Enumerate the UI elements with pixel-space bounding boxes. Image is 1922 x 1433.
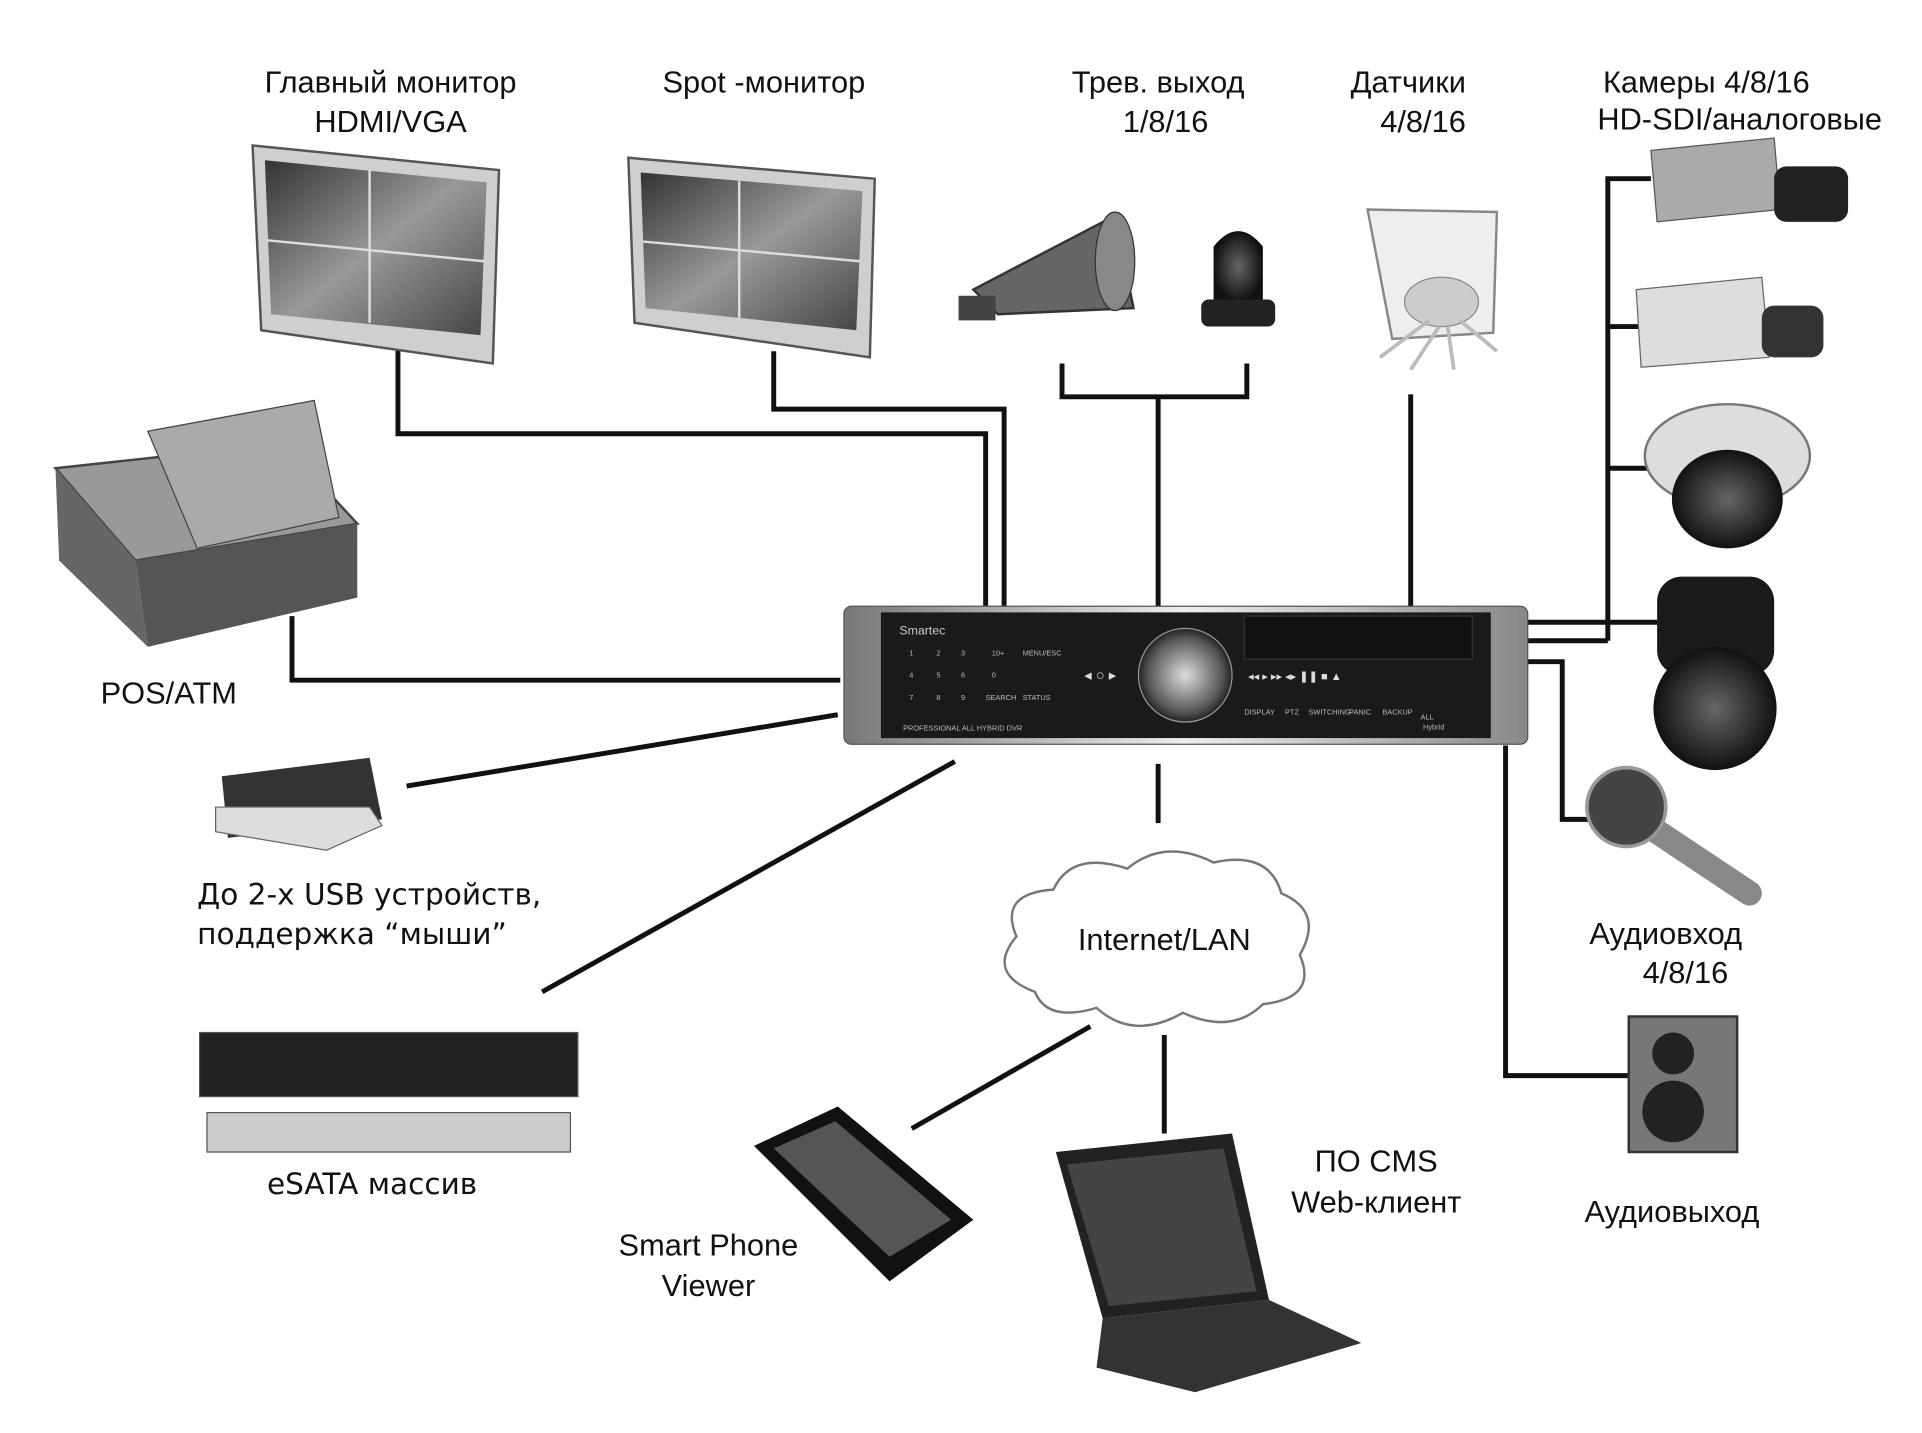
jog-dial[interactable]: [1137, 627, 1233, 723]
cash-register: [52, 399, 360, 647]
dome-camera: [1643, 402, 1812, 549]
network-cloud: [1003, 850, 1310, 1027]
ptz-camera: [1653, 576, 1777, 771]
motion-sensor-icon: [1366, 208, 1499, 371]
box-camera-2: [1635, 276, 1824, 368]
key-9[interactable]: 9: [961, 693, 965, 702]
siren-horn-icon: [958, 211, 1136, 321]
label-pos: POS/ATM: [101, 676, 237, 711]
btn-ptz[interactable]: PTZ: [1285, 708, 1299, 717]
wire-esata: [540, 759, 957, 995]
key-menu[interactable]: MENU/ESC: [1023, 649, 1063, 658]
wire-main-monitor: [395, 345, 989, 607]
speaker-icon: [1627, 1015, 1739, 1154]
btn-backup[interactable]: BACKUP: [1382, 708, 1412, 717]
label-sensors: Датчики: [1351, 64, 1466, 99]
btn-panic[interactable]: PANIC: [1349, 708, 1372, 717]
key-10plus[interactable]: 10+: [992, 649, 1005, 658]
wire-usb: [406, 712, 839, 789]
key-0[interactable]: 0: [992, 671, 996, 680]
wire-alarm-bracket: [1059, 363, 1250, 400]
key-3[interactable]: 3: [961, 649, 965, 658]
key-7[interactable]: 7: [909, 693, 913, 702]
wire-spot-monitor: [771, 351, 1007, 607]
label-network: Internet/LAN: [1078, 922, 1251, 957]
key-5[interactable]: 5: [936, 671, 940, 680]
label-main-monitor: Главный монитор: [265, 64, 517, 99]
key-1[interactable]: 1: [909, 649, 913, 658]
label-main-monitor-sub: HDMI/VGA: [314, 104, 467, 139]
laptop-icon: [1055, 1133, 1362, 1393]
beacon-light-icon: [1201, 231, 1276, 327]
label-alarm-out: Трев. выход: [1072, 64, 1245, 99]
playback-controls-icon[interactable]: ◂◂ ▸ ▸▸ ◂▸ ❚❚ ■ ▲: [1248, 671, 1342, 683]
esata-array: [198, 1031, 579, 1153]
usb-hub: [214, 757, 383, 851]
key-8[interactable]: 8: [936, 693, 940, 702]
label-spot-monitor: Spot -монитор: [663, 64, 866, 99]
key-2[interactable]: 2: [936, 649, 940, 658]
diagram-labels: Главный монитор HDMI/VGA Spot -монитор Т…: [101, 64, 1882, 1303]
label-cameras: Камеры 4/8/16: [1603, 64, 1810, 99]
smartphone-icon: [754, 1106, 974, 1282]
direction-pad-icon[interactable]: ◂ ○ ▸: [1084, 668, 1117, 684]
label-esata: eSATA массив: [267, 1167, 477, 1201]
label-alarm-out-sub: 1/8/16: [1123, 104, 1209, 139]
label-cameras-sub: HD-SDI/аналоговые: [1597, 101, 1882, 136]
wire-audio-out: [1503, 745, 1629, 1079]
wire-pos: [289, 616, 841, 683]
box-camera-1: [1650, 137, 1849, 223]
label-phone: Smart Phone: [619, 1228, 799, 1263]
label-sensors-sub: 4/8/16: [1380, 104, 1466, 139]
key-search[interactable]: SEARCH: [986, 693, 1017, 702]
key-4[interactable]: 4: [909, 671, 913, 680]
main-monitor: [251, 144, 501, 365]
microphone-icon: [1585, 765, 1762, 906]
key-status[interactable]: STATUS: [1023, 693, 1051, 702]
btn-display[interactable]: DISPLAY: [1244, 708, 1275, 717]
spot-monitor: [627, 156, 877, 359]
dvr-model-text: PROFESSIONAL ALL HYBRID DVR: [903, 724, 1022, 733]
label-cms-sub: Web-клиент: [1291, 1184, 1461, 1219]
badge-all: ALL: [1421, 713, 1434, 722]
dvr-recorder: Smartec 1 2 3 10+ 4 5 6 0 7 8 9 MENU/ESC…: [843, 605, 1529, 745]
btn-switching[interactable]: SWITCHING: [1308, 708, 1350, 717]
label-audio-in-sub: 4/8/16: [1643, 955, 1729, 990]
connection-wires: [289, 176, 1658, 1134]
wire-audio-in: [1527, 659, 1592, 822]
badge-hybrid: Hybrid: [1423, 722, 1444, 731]
wire-camera-bus: [1605, 176, 1651, 641]
label-phone-sub: Viewer: [662, 1268, 756, 1303]
label-usb-sub: поддержка “мыши”: [197, 917, 507, 951]
wire-phone: [910, 1024, 1092, 1131]
dvr-display: [1243, 615, 1473, 660]
label-usb: До 2-х USB устройств,: [197, 877, 541, 911]
dvr-brand-logo: Smartec: [899, 624, 945, 638]
label-cms: ПО CMS: [1315, 1144, 1438, 1179]
key-6[interactable]: 6: [961, 671, 965, 680]
label-audio-in: Аудиовход: [1589, 916, 1742, 951]
label-audio-out: Аудиовыход: [1584, 1194, 1759, 1229]
